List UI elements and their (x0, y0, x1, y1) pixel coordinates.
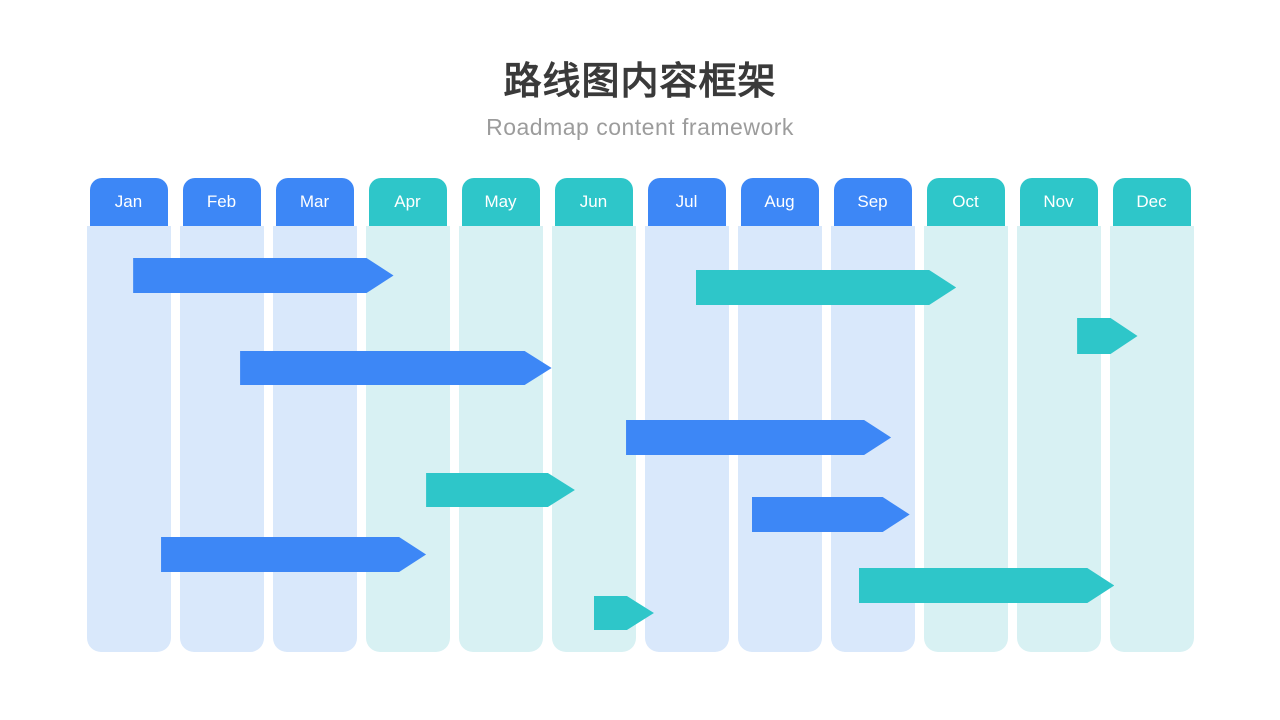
month-track-apr (365, 226, 450, 652)
month-column-aug: Aug (737, 178, 822, 652)
month-track-may (458, 226, 543, 652)
month-header-jan: Jan (89, 178, 168, 226)
month-column-jul: Jul (644, 178, 729, 652)
roadmap-bar-row8 (161, 537, 426, 572)
roadmap-bar-row7 (752, 497, 910, 532)
roadmap-chart: Jan Feb Mar Apr May Jun Jul Aug Sep Oct Nov Dec (82, 178, 1198, 652)
month-column-jan: Jan (86, 178, 171, 652)
month-track-jun (551, 226, 636, 652)
month-column-may: May (458, 178, 543, 652)
month-header-jul: Jul (647, 178, 726, 226)
month-header-aug: Aug (740, 178, 819, 226)
roadmap-bar-row6 (426, 473, 575, 507)
roadmap-bar-row1 (133, 258, 393, 293)
month-header-jun: Jun (554, 178, 633, 226)
roadmap-bar-row9 (859, 568, 1115, 603)
month-header-apr: Apr (368, 178, 447, 226)
month-track-mar (272, 226, 357, 652)
month-header-nov: Nov (1019, 178, 1098, 226)
month-column-feb: Feb (179, 178, 264, 652)
month-column-jun: Jun (551, 178, 636, 652)
month-track-feb (179, 226, 264, 652)
page-subtitle: Roadmap content framework (486, 113, 794, 140)
month-column-apr: Apr (365, 178, 450, 652)
roadmap-bar-row2 (696, 270, 956, 305)
month-column-dec: Dec (1109, 178, 1194, 652)
month-track-dec (1109, 226, 1194, 652)
month-column-mar: Mar (272, 178, 357, 652)
month-header-may: May (461, 178, 540, 226)
slide-header: 路线图内容框架 Roadmap content framework (0, 60, 1280, 141)
month-header-feb: Feb (182, 178, 261, 226)
roadmap-bar-row4 (240, 351, 552, 385)
month-header-oct: Oct (926, 178, 1005, 226)
month-track-jan (86, 226, 171, 652)
month-header-dec: Dec (1112, 178, 1191, 226)
month-header-sep: Sep (833, 178, 912, 226)
page-title: 路线图内容框架 (503, 61, 777, 103)
roadmap-bar-row5 (626, 420, 891, 455)
month-header-mar: Mar (275, 178, 354, 226)
